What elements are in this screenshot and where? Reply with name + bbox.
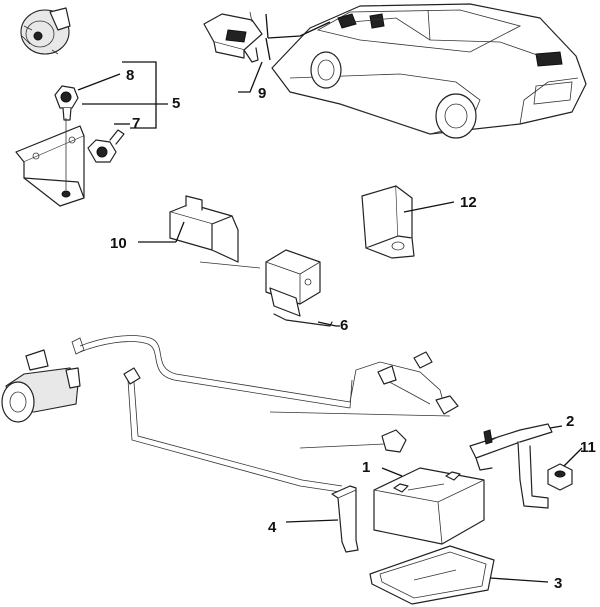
battery-part-1 <box>373 467 485 545</box>
car-illustration <box>271 3 587 139</box>
sensor-part-7 <box>87 129 125 163</box>
bracket-part-5 <box>15 118 85 207</box>
callout-5: 5 <box>172 95 180 112</box>
bracket-part-10 <box>169 195 261 269</box>
cable-harness <box>71 335 459 493</box>
callout-12: 12 <box>460 194 477 211</box>
callout-6: 6 <box>340 317 348 334</box>
bracket-part-12 <box>361 185 415 259</box>
callout-2: 2 <box>566 413 574 430</box>
callout-3: 3 <box>554 575 562 592</box>
module-part-6 <box>265 249 333 327</box>
callout-1: 1 <box>362 459 370 476</box>
callout-11: 11 <box>580 439 596 456</box>
bracket-part-4 <box>331 485 359 553</box>
callout-8: 8 <box>126 67 134 84</box>
sensor-part-8 <box>54 85 79 121</box>
callout-labels: 8 5 7 9 10 12 6 2 11 1 4 3 <box>110 67 596 592</box>
callout-4: 4 <box>268 519 277 536</box>
bracket-part-2 <box>469 423 553 509</box>
starter-motor <box>1 349 81 423</box>
callout-10: 10 <box>110 235 127 252</box>
callout-9: 9 <box>258 85 266 102</box>
sensor-part-9 <box>203 11 263 63</box>
nut-part-11 <box>547 463 573 491</box>
callout-7: 7 <box>132 115 140 132</box>
leader-lines <box>77 13 583 583</box>
battery-tray-part-3 <box>369 545 495 605</box>
alternator <box>20 7 71 55</box>
